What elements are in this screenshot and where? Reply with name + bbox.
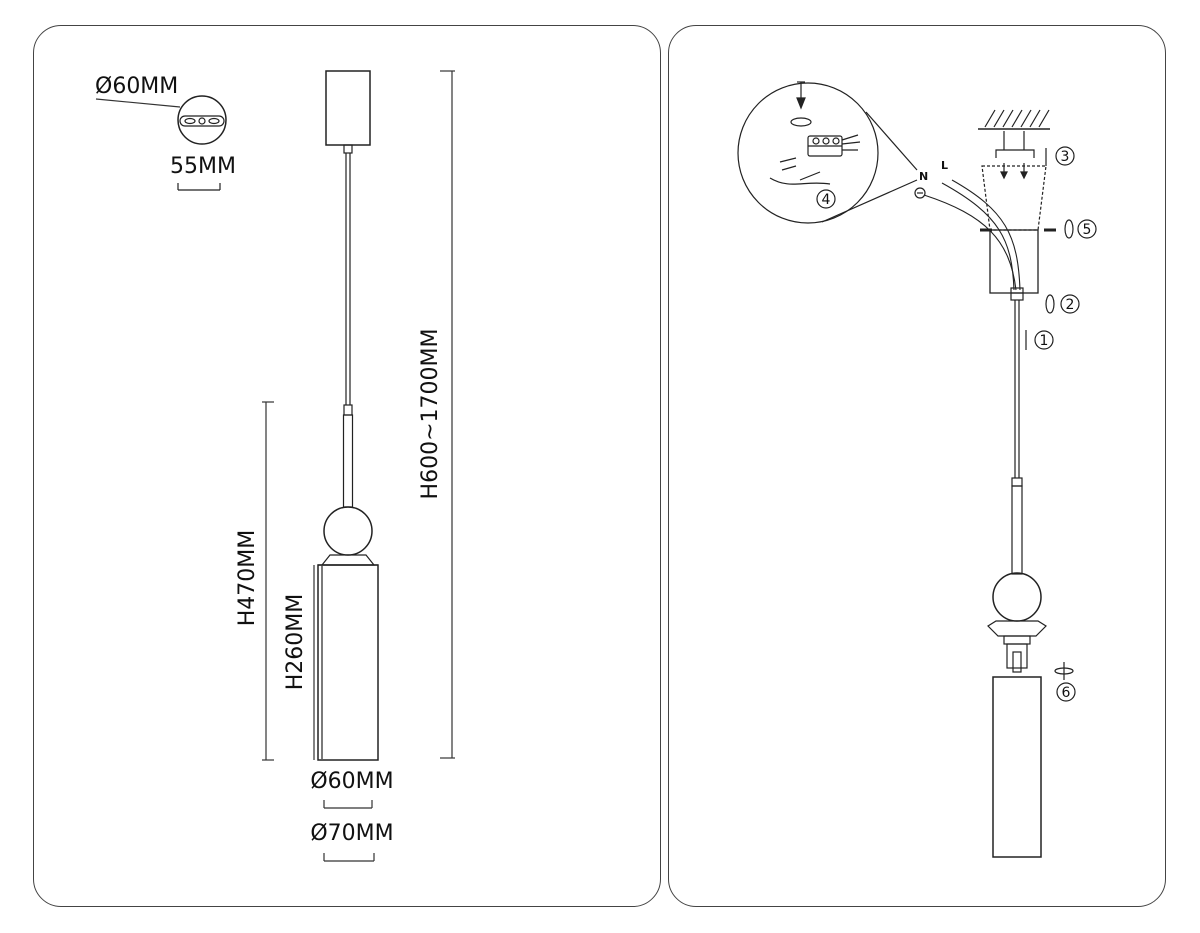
mount-spacing-label: 55MM [170,154,236,179]
base-diameter-label: Ø70MM [310,821,393,846]
shade [317,564,379,761]
pendant-exploded [987,287,1047,858]
total-height-label: H600~1700MM [418,329,443,500]
dimension-lines [262,70,455,862]
pendant-front-view [317,70,379,761]
step-3-label: 3 [1061,149,1070,165]
body-height-label: H470MM [235,530,260,627]
stem [342,414,354,508]
step-5-label: 5 [1083,222,1092,238]
canopy-exploded [980,165,1056,294]
step-1-label: 1 [1040,333,1049,349]
wiring-detail-callout [737,81,926,224]
glass-ball [323,506,373,556]
wires [923,179,1021,291]
step-4-label: 4 [822,192,831,208]
installation-panel [668,25,1166,907]
canopy-diameter-label: Ø60MM [95,74,178,99]
mounting-bracket [995,149,1035,180]
shade-height-label: H260MM [283,594,308,691]
live-wire-label: L [941,159,948,172]
neutral-wire-label: N [919,170,928,183]
canopy-top-view [95,95,227,191]
shade-diameter-label: Ø60MM [310,769,393,794]
ceiling-hatch [978,109,1050,150]
step-markers [816,146,1097,702]
step-6-label: 6 [1062,685,1071,701]
canopy [325,70,371,146]
step-2-label: 2 [1066,297,1075,313]
